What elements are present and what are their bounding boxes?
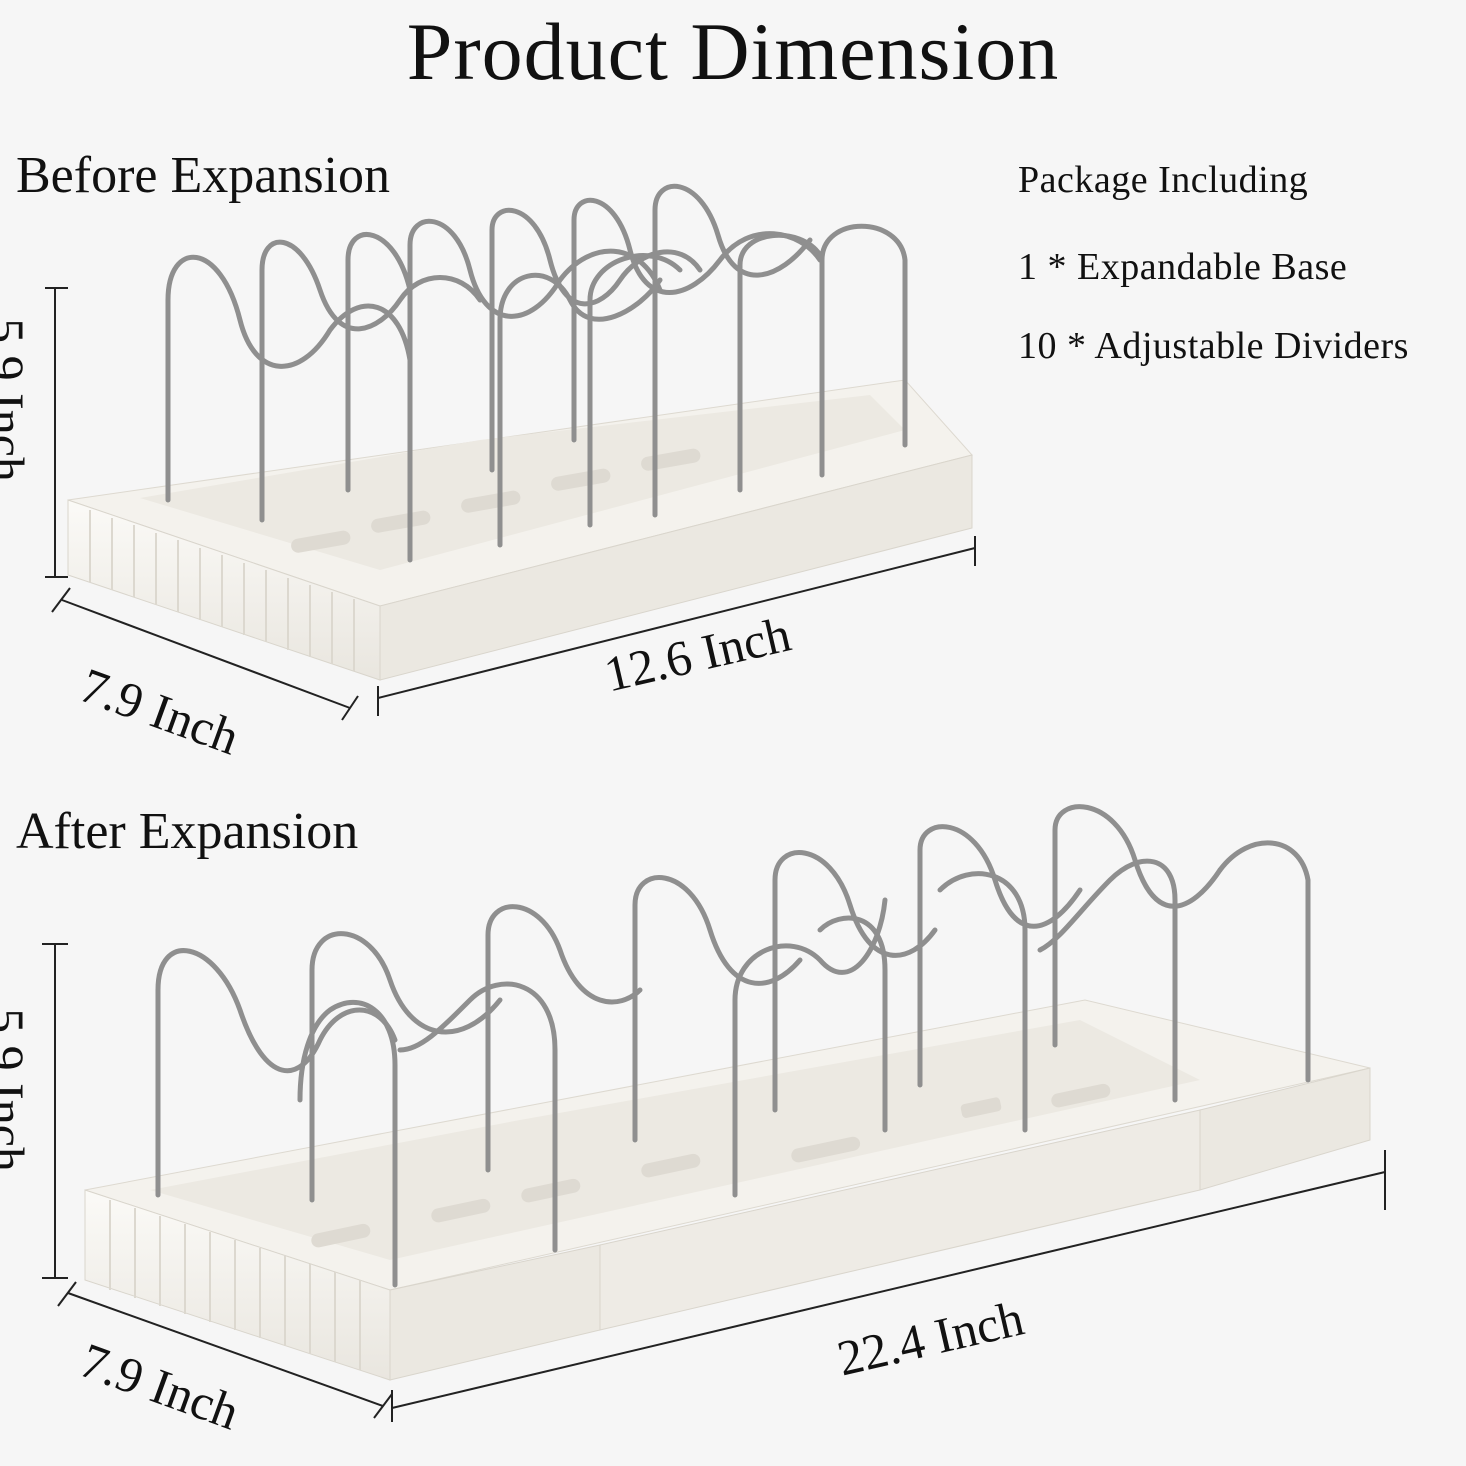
wire-dividers-after <box>155 804 1311 1288</box>
package-heading: Package Including <box>1018 159 1309 201</box>
before-expansion-label: Before Expansion <box>16 147 391 204</box>
after-expansion-label: After Expansion <box>16 803 359 860</box>
page-title: Product Dimension <box>406 6 1060 97</box>
dimension-lines-after <box>42 943 1386 1422</box>
rack-base-after <box>84 999 1371 1381</box>
rack-base-before <box>67 379 973 681</box>
after-height-label: 5.9 Inch <box>0 1008 35 1172</box>
package-item-dividers: 10 * Adjustable Dividers <box>1018 325 1409 367</box>
package-item-base: 1 * Expandable Base <box>1018 246 1348 288</box>
wire-dividers-before <box>165 183 908 563</box>
before-height-label: 5.9 Inch <box>0 318 35 482</box>
dimension-lines-before <box>45 287 976 721</box>
